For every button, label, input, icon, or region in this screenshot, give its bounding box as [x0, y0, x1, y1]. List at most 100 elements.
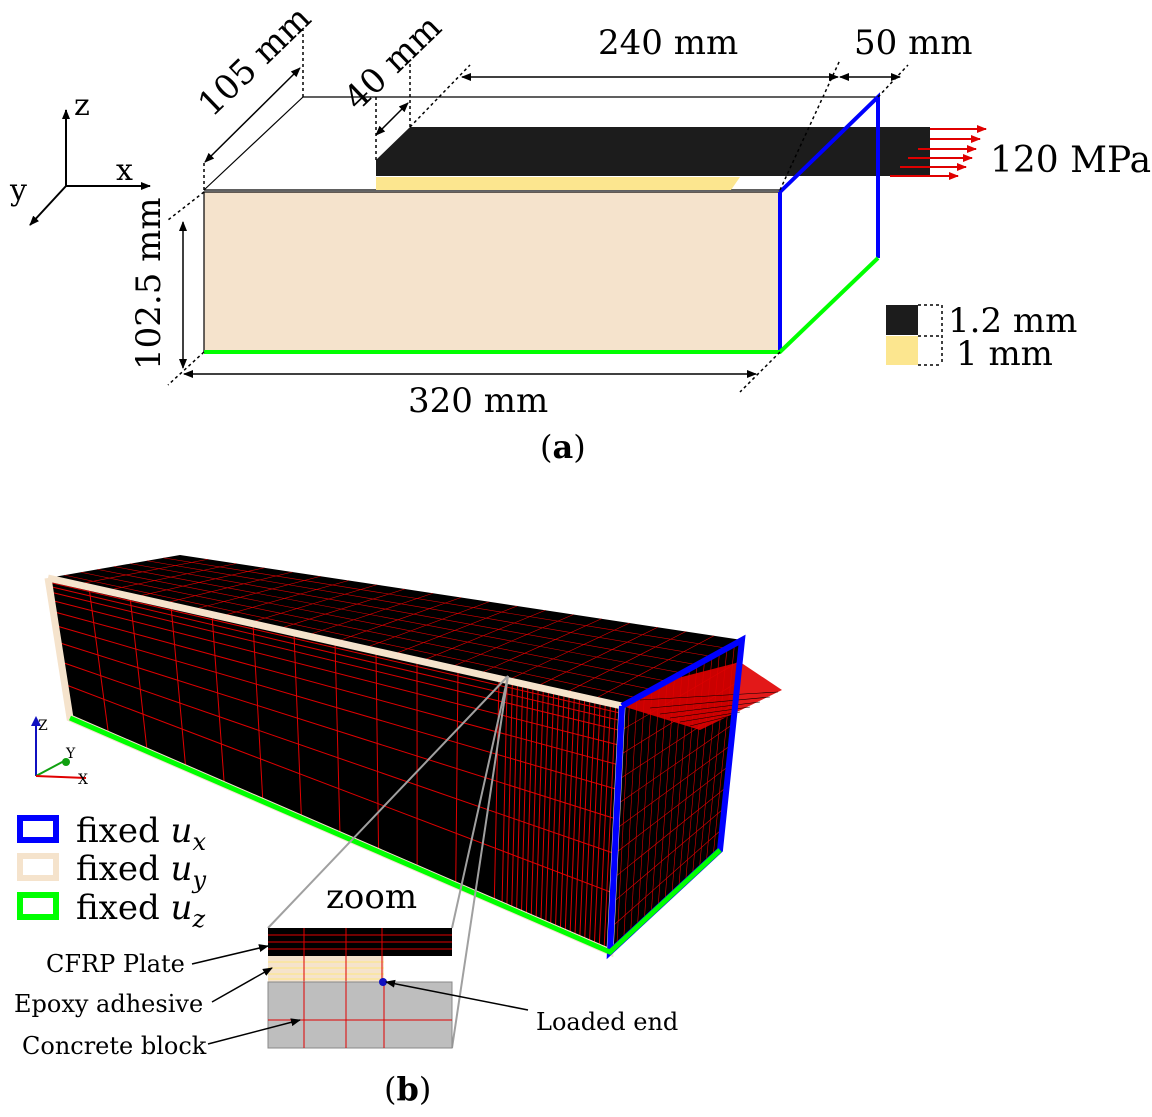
thickness-plate-swatch	[886, 305, 918, 335]
mesh-line	[613, 786, 727, 879]
dimension-arrows	[179, 67, 901, 378]
mesh-line	[593, 702, 606, 946]
triad-y-label: Y	[65, 746, 76, 762]
mesh-plate-lines	[639, 691, 779, 727]
label-concrete-block: Concrete block	[22, 1032, 207, 1060]
mesh-line	[49, 585, 622, 722]
zoom-concrete	[267, 981, 453, 1049]
mesh-line	[130, 563, 698, 666]
mesh-line	[540, 689, 550, 923]
mesh-line	[550, 691, 560, 927]
mesh-line	[50, 591, 621, 732]
legend-label-uz: fixed uz	[76, 888, 205, 933]
mesh-line	[617, 723, 734, 805]
mesh-line	[598, 703, 612, 948]
legend-label-ux: fixed ux	[76, 811, 206, 856]
dim-320-label: 320 mm	[408, 381, 548, 421]
mesh-line	[57, 641, 617, 820]
legend-swatch-uz	[17, 892, 59, 920]
caption-a: (a)	[540, 428, 586, 466]
mesh-line	[113, 566, 683, 674]
mesh-line	[569, 696, 581, 935]
mesh-line	[163, 557, 728, 649]
mesh-line	[579, 698, 591, 939]
mesh-line	[612, 807, 725, 904]
mesh-line	[520, 684, 529, 914]
mesh-line	[584, 699, 596, 942]
mesh-line	[516, 683, 524, 912]
axis-triad	[29, 109, 151, 226]
label-cfrp-plate: CFRP Plate	[46, 950, 185, 978]
mesh-line	[525, 686, 534, 916]
zoom-label: zoom	[326, 877, 417, 917]
mesh-line	[61, 661, 615, 855]
part-pointers	[191, 944, 529, 1045]
mesh-line	[455, 669, 459, 886]
mesh-line	[293, 632, 302, 819]
mesh-line	[334, 641, 341, 836]
mesh-line	[375, 651, 380, 852]
mesh-triad: Z Y X	[31, 716, 88, 788]
mesh-line	[564, 695, 575, 933]
mesh-line	[64, 683, 614, 894]
mesh-line	[615, 744, 732, 830]
mesh-line	[545, 690, 555, 925]
mesh-line	[146, 560, 713, 657]
mesh-line	[559, 694, 570, 931]
fixed-uz-edge	[69, 715, 722, 955]
axis-x-label: x	[116, 153, 133, 188]
thickness-adhesive-swatch	[886, 336, 918, 365]
mesh-line	[603, 704, 617, 950]
caption-b: (b)	[384, 1070, 431, 1108]
load-label: 120 MPa	[990, 140, 1151, 181]
dim-50-label: 50 mm	[854, 23, 973, 63]
panel-b: Z Y X fixed ux fixed uy fixed uz zoom	[14, 555, 782, 1108]
dim-40-label: 40 mm	[336, 7, 449, 118]
mesh-plate-strip	[622, 662, 782, 730]
mesh-line	[88, 587, 110, 735]
mesh-line	[506, 681, 513, 908]
mesh-line	[535, 688, 544, 920]
zoom-leader-lines	[267, 675, 509, 1049]
mesh-line	[611, 828, 723, 928]
axis-z-label: z	[74, 88, 90, 123]
boundary-legend: fixed ux fixed uy fixed uz	[17, 811, 206, 933]
mesh-line	[170, 605, 187, 769]
fixed-ux-edges	[778, 92, 880, 258]
axis-y-label: y	[9, 173, 27, 208]
mesh-front-face	[48, 578, 622, 952]
mesh-line	[51, 599, 621, 746]
dim-240-label: 240 mm	[598, 23, 738, 63]
mesh-top-face	[48, 555, 742, 706]
adhesive-layer	[376, 177, 740, 190]
mesh-line	[501, 680, 508, 906]
mesh-line	[97, 569, 668, 682]
panel-a: z x y 120 MPa	[9, 0, 1151, 466]
label-epoxy-adhesive: Epoxy adhesive	[14, 990, 203, 1018]
cfrp-plate	[376, 127, 930, 176]
mesh-line	[530, 687, 539, 918]
mesh-line	[211, 614, 225, 785]
load-arrows	[890, 125, 987, 180]
legend-swatch-ux	[17, 815, 59, 843]
legend-label-uy: fixed uy	[76, 849, 206, 894]
mesh-line	[80, 571, 653, 690]
dim-105-label: 105 mm	[190, 0, 319, 124]
zoom-adhesive	[268, 956, 384, 982]
mesh-line	[554, 693, 565, 929]
mesh-line	[588, 701, 601, 944]
mesh-line	[48, 581, 622, 714]
mesh-line	[55, 625, 619, 791]
triad-z-label: Z	[38, 718, 48, 734]
mesh-line	[574, 697, 586, 937]
dim-102-label: 102.5 mm	[129, 197, 169, 370]
loaded-end-marker	[379, 978, 387, 986]
concrete-front-face	[203, 191, 781, 353]
legend-swatch-uy	[17, 853, 59, 881]
label-loaded-end: Loaded end	[536, 1008, 678, 1036]
thickness-plate-label: 1.2 mm	[948, 301, 1077, 341]
mesh-line	[64, 574, 638, 699]
mesh-line	[511, 682, 519, 910]
mesh-line	[252, 623, 264, 802]
